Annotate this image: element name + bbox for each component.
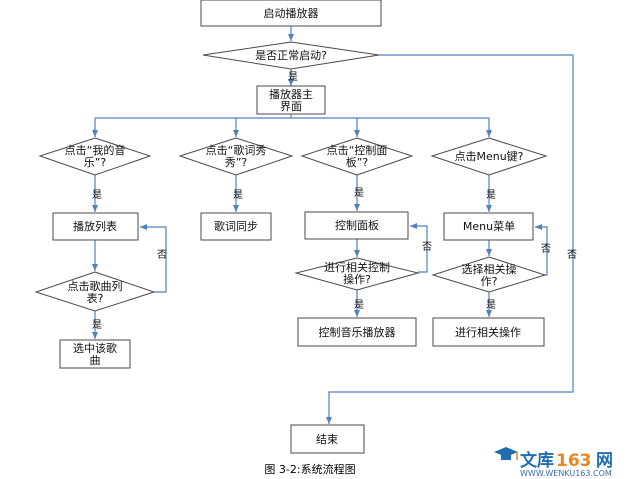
control-action-text-1: 进行相关控制 bbox=[324, 260, 390, 274]
control-panel-q-text-2: 板”? bbox=[346, 155, 369, 169]
yes-label-control: 是 bbox=[354, 299, 364, 311]
main-screen-text-1: 播放器主 bbox=[269, 87, 313, 101]
watermark-suffix: 网 bbox=[596, 451, 613, 471]
control-player-box bbox=[297, 317, 417, 347]
choose-action-decision bbox=[431, 256, 547, 293]
no-label-normal: 否 bbox=[567, 249, 577, 261]
no-label-song: 否 bbox=[157, 249, 167, 261]
choose-action-text-1: 选择相关操 bbox=[462, 262, 517, 276]
yes-label-music: 是 bbox=[92, 189, 102, 201]
watermark-logo: 文库 163 网 WWW.WENKU163.COM bbox=[494, 447, 613, 478]
playlist-text: 播放列表 bbox=[73, 219, 117, 233]
control-panel-decision bbox=[300, 137, 414, 176]
my-music-text-1: 点击“我的音 bbox=[65, 143, 126, 157]
menu-box bbox=[443, 212, 534, 241]
yes-label-menu: 是 bbox=[486, 189, 496, 201]
menu-key-text: 点击Menu键? bbox=[454, 149, 523, 163]
select-song-box bbox=[59, 339, 131, 369]
song-list-text-2: 表? bbox=[87, 291, 104, 305]
no-label-operation: 否 bbox=[541, 243, 551, 255]
end-text: 结束 bbox=[316, 433, 338, 446]
main-screen-box bbox=[256, 85, 326, 115]
normal-start-text: 是否正常启动? bbox=[255, 49, 327, 62]
control-panel-text: 控制面板 bbox=[335, 218, 379, 232]
do-operation-text: 进行相关操作 bbox=[455, 325, 521, 339]
yes-label-operation: 是 bbox=[486, 299, 496, 311]
yes-label-song: 是 bbox=[92, 319, 102, 331]
lyric-show-text-1: 点击“歌词秀 bbox=[206, 143, 267, 157]
start-text: 启动播放器 bbox=[264, 6, 319, 20]
select-song-text-2: 曲 bbox=[90, 354, 101, 367]
lyric-show-decision bbox=[178, 137, 294, 176]
song-list-text-1: 点击歌曲列 bbox=[68, 279, 123, 293]
normal-start-decision bbox=[202, 41, 380, 70]
do-operation-box bbox=[432, 317, 545, 347]
yes-label-panel: 是 bbox=[354, 187, 364, 199]
control-player-text: 控制音乐播放器 bbox=[319, 325, 396, 339]
select-song-text-1: 选中该歌 bbox=[73, 341, 117, 355]
control-action-decision bbox=[294, 257, 420, 291]
lyric-sync-text: 歌词同步 bbox=[214, 219, 258, 233]
song-list-decision bbox=[34, 271, 156, 312]
lyric-sync-box bbox=[200, 212, 272, 241]
my-music-decision bbox=[38, 137, 152, 176]
yes-label-main: 是 bbox=[288, 71, 298, 83]
choose-action-text-2: 作? bbox=[481, 275, 498, 288]
watermark-brand: 文库 bbox=[520, 450, 554, 471]
menu-text: Menu菜单 bbox=[463, 220, 515, 233]
menu-key-decision bbox=[430, 137, 548, 176]
watermark-url: WWW.WENKU163.COM bbox=[520, 469, 612, 478]
graduation-cap-icon bbox=[494, 447, 518, 460]
control-action-text-2: 操作? bbox=[343, 272, 371, 286]
connectors bbox=[92, 26, 574, 424]
yes-label-lyric: 是 bbox=[233, 189, 243, 201]
start-box bbox=[200, 0, 382, 27]
playlist-box bbox=[52, 212, 139, 241]
watermark-number: 163 bbox=[556, 451, 592, 471]
control-panel-q-text-1: 点击“控制面 bbox=[327, 143, 388, 157]
no-label-control: 否 bbox=[422, 241, 432, 253]
my-music-text-2: 乐”? bbox=[84, 156, 107, 169]
control-panel-box bbox=[304, 211, 409, 240]
end-box bbox=[290, 424, 365, 454]
figure-caption: 图 3-2:系统流程图 bbox=[264, 462, 355, 476]
main-screen-text-2: 界面 bbox=[280, 100, 302, 113]
lyric-show-text-2: 秀”? bbox=[225, 156, 248, 169]
